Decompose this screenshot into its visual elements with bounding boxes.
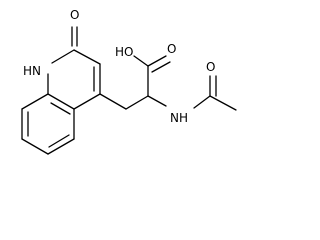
bond-c6-c5 <box>47 138 75 155</box>
bond-ccooh-o-double <box>151 61 171 73</box>
benzene-ring-bonds <box>21 93 75 155</box>
bond-c8a-c8 <box>21 93 49 110</box>
label-amide-oxygen: O <box>206 60 215 74</box>
bond-nh-camide <box>193 95 211 109</box>
bond-ch2-calpha <box>125 95 149 110</box>
bond-ccooh-oh <box>133 55 149 67</box>
bond-c4a-c8a-double <box>50 102 71 115</box>
bond-c4a-c8a <box>47 93 75 110</box>
side-chain-bonds <box>99 55 237 111</box>
bond-c4-c4a <box>73 93 101 110</box>
bond-c4-ch2 <box>99 93 127 110</box>
label-carbonyl-oxygen: O <box>70 8 79 22</box>
bond-camide-ch3 <box>209 95 237 111</box>
bond-n1-c2 <box>51 49 75 64</box>
label-acid-oh: HO <box>115 45 133 59</box>
bond-calpha-nh <box>147 95 167 107</box>
bond-c2-c3 <box>73 49 101 65</box>
structure-diagram: O HN HO O O NH <box>21 8 237 155</box>
label-amide-nh: NH <box>170 111 188 125</box>
bond-ccooh-o <box>147 55 167 67</box>
bond-c6-c5-double <box>48 134 70 148</box>
pyridinone-ring-bonds <box>47 26 101 110</box>
molecule-drawing: O HN HO O O NH <box>21 8 237 155</box>
bond-c7-c6 <box>21 138 49 155</box>
label-acid-carbonyl-oxygen: O <box>167 42 176 56</box>
label-ring-nh: HN <box>23 64 41 78</box>
